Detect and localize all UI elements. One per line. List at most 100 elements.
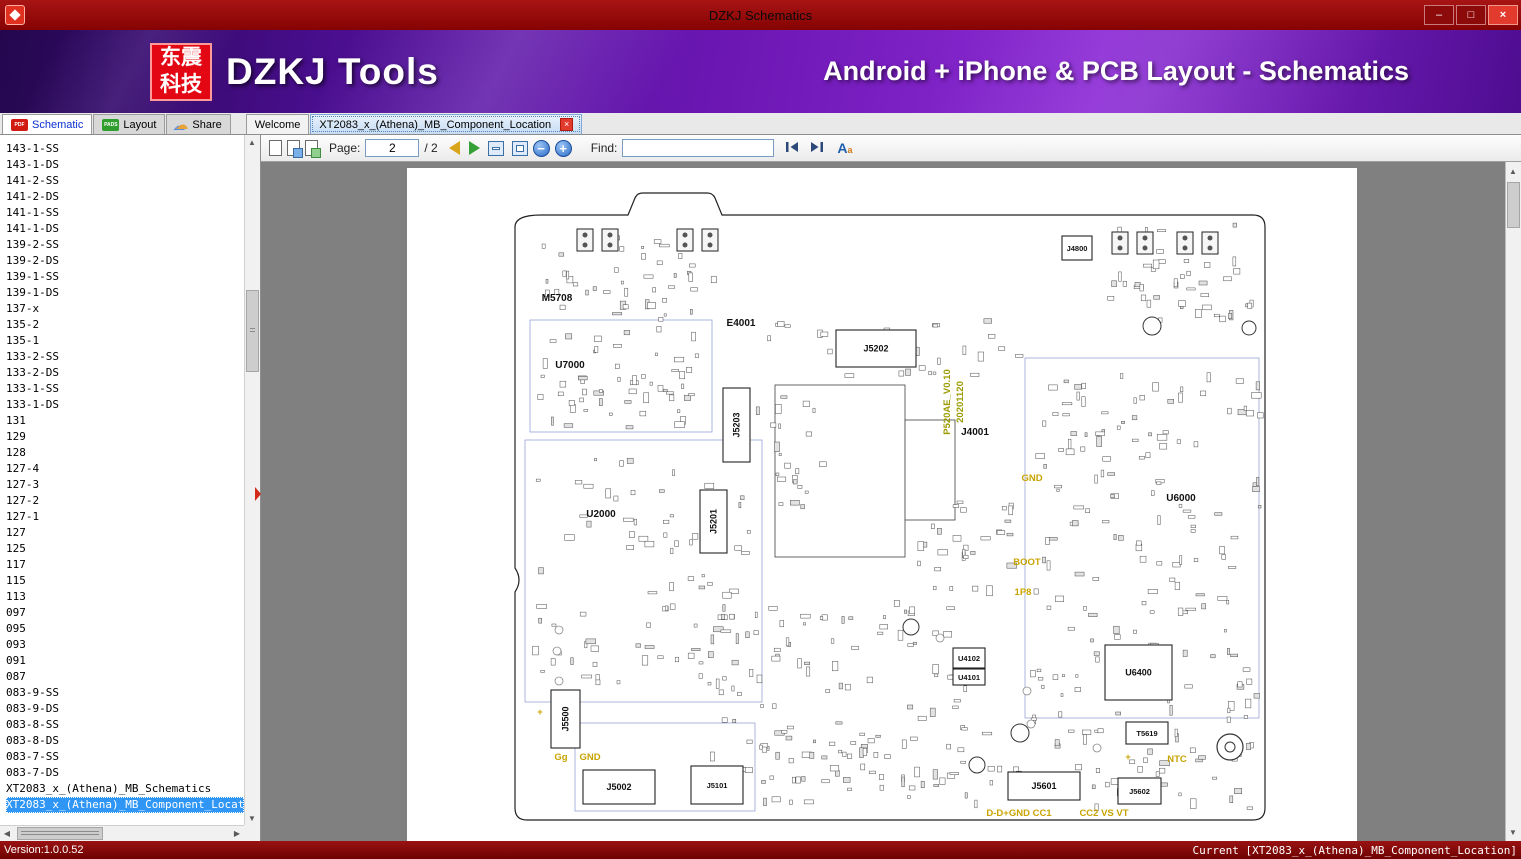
sidebar-item[interactable]: 127-1 — [6, 510, 40, 523]
sidebar-item[interactable]: 117 — [6, 558, 26, 571]
scrollbar-corner — [244, 825, 260, 841]
tab-component-location[interactable]: XT2083_x_(Athena)_MB_Component_Location … — [310, 114, 583, 134]
sidebar-item[interactable]: 143-1-DS — [6, 158, 59, 171]
sidebar-item[interactable]: XT2083_x_(Athena)_MB_Component_Locatio — [6, 797, 244, 813]
previous-page-icon[interactable] — [448, 141, 460, 155]
app-icon — [5, 5, 25, 25]
page-total: / 2 — [424, 141, 438, 155]
scroll-left-icon[interactable]: ◀ — [3, 828, 11, 838]
sidebar-item[interactable]: 141-1-DS — [6, 222, 59, 235]
sidebar-item[interactable]: 139-2-DS — [6, 254, 59, 267]
scroll-down-icon[interactable]: ▼ — [1509, 827, 1517, 837]
sidebar-item[interactable]: 131 — [6, 414, 26, 427]
svg-text:J5002: J5002 — [606, 782, 631, 792]
close-button[interactable]: × — [1488, 5, 1518, 25]
sidebar-item[interactable]: 141-2-DS — [6, 190, 59, 203]
svg-text:M5708: M5708 — [542, 293, 573, 304]
continuous-pages-icon[interactable] — [305, 140, 321, 158]
sidebar-list: 143-1-SS 143-1-DS 141-2-SS 141-2-DS 141-1-SS… — [0, 141, 244, 824]
facing-pages-icon[interactable] — [287, 140, 303, 158]
sidebar-item[interactable]: 135-2 — [6, 318, 40, 331]
sidebar-item[interactable]: 137-x — [6, 302, 40, 315]
sidebar-item[interactable]: 135-1 — [6, 334, 40, 347]
sidebar-item[interactable]: 127 — [6, 526, 26, 539]
scrollbar-thumb[interactable] — [17, 827, 103, 840]
sidebar-item[interactable]: 097 — [6, 606, 26, 619]
sidebar-item[interactable]: 141-2-SS — [6, 174, 59, 187]
window-title: DZKJ Schematics — [708, 7, 813, 23]
sidebar-item[interactable]: 139-2-SS — [6, 238, 59, 251]
sidebar-item[interactable]: 139-1-DS — [6, 286, 59, 299]
fit-page-icon[interactable] — [511, 140, 528, 156]
svg-text:J5500: J5500 — [561, 706, 571, 731]
sidebar-item[interactable]: 125 — [6, 542, 26, 555]
sidebar-item[interactable]: 133-2-DS — [6, 366, 59, 379]
sidebar-item[interactable]: 133-2-SS — [6, 350, 59, 363]
sidebar-item[interactable]: 127-4 — [6, 462, 40, 475]
scrollbar-thumb[interactable] — [246, 290, 259, 372]
sidebar-item[interactable]: 128 — [6, 446, 26, 459]
header-banner: 东震 科技 DZKJ Tools Android + iPhone & PCB … — [0, 30, 1521, 113]
page-number-input[interactable] — [365, 139, 420, 157]
sidebar-item[interactable]: 083-8-DS — [6, 734, 59, 747]
tab-close-icon[interactable]: × — [560, 118, 574, 131]
sidebar-item[interactable]: 091 — [6, 654, 26, 667]
font-size-icon[interactable]: Aa — [837, 140, 853, 156]
find-next-icon[interactable] — [810, 141, 824, 156]
sidebar-item[interactable]: 139-1-SS — [6, 270, 59, 283]
sidebar-horizontal-scrollbar[interactable]: ◀ ▶ — [0, 825, 244, 841]
next-page-icon[interactable] — [468, 141, 480, 155]
sidebar-item[interactable]: 083-9-DS — [6, 702, 59, 715]
find-input[interactable] — [622, 139, 775, 157]
sidebar-item[interactable]: 127-3 — [6, 478, 40, 491]
tab-welcome[interactable]: Welcome — [245, 114, 310, 134]
maximize-button[interactable]: □ — [1456, 5, 1486, 25]
svg-text:E4001: E4001 — [727, 318, 756, 329]
fit-width-icon[interactable] — [487, 140, 504, 156]
splitter-handle[interactable] — [255, 487, 261, 501]
tab-label: Layout — [123, 118, 157, 131]
sidebar-item[interactable]: 095 — [6, 622, 26, 635]
sidebar-item[interactable]: 129 — [6, 430, 26, 443]
sidebar-item[interactable]: 083-7-DS — [6, 766, 59, 779]
svg-text:U6000: U6000 — [1166, 493, 1196, 504]
scroll-up-icon[interactable]: ▲ — [1509, 166, 1517, 176]
viewer-vertical-scrollbar[interactable]: ▲ ▼ — [1505, 162, 1521, 841]
scroll-up-icon[interactable]: ▲ — [248, 137, 256, 147]
sidebar-item[interactable]: 141-1-SS — [6, 206, 59, 219]
sidebar-item[interactable]: 133-1-SS — [6, 382, 59, 395]
scroll-down-icon[interactable]: ▼ — [248, 813, 256, 823]
svg-text:U4101: U4101 — [958, 673, 980, 682]
sidebar-item[interactable]: 115 — [6, 574, 26, 587]
sidebar-item[interactable]: 093 — [6, 638, 26, 651]
sidebar-item[interactable]: 087 — [6, 670, 26, 683]
svg-text:P520AE_V0.10: P520AE_V0.10 — [942, 369, 953, 435]
single-page-icon[interactable] — [269, 140, 282, 156]
minimize-button[interactable]: – — [1424, 5, 1454, 25]
svg-text:U4102: U4102 — [958, 654, 980, 663]
scrollbar-thumb[interactable] — [1507, 182, 1520, 228]
sidebar-item[interactable]: 083-9-SS — [6, 686, 59, 699]
sidebar-vertical-scrollbar[interactable]: ▲ ▼ — [244, 135, 260, 825]
tab-share[interactable]: ☁ Share — [166, 114, 231, 134]
sidebar-item[interactable]: 083-7-SS — [6, 750, 59, 763]
sidebar-item[interactable]: 127-2 — [6, 494, 40, 507]
sidebar-item[interactable]: 083-8-SS — [6, 718, 59, 731]
tab-label: Schematic — [32, 118, 84, 131]
current-document-text: Current [XT2083_x_(Athena)_MB_Component_… — [1192, 843, 1517, 857]
zoom-in-icon[interactable]: + — [554, 139, 572, 157]
svg-text:J5601: J5601 — [1031, 781, 1056, 791]
sidebar-item[interactable]: 113 — [6, 590, 26, 603]
find-previous-icon[interactable] — [785, 141, 799, 156]
logo-text-top: 东震 — [160, 46, 202, 70]
sidebar-item[interactable]: 143-1-SS — [6, 142, 59, 155]
title-bar[interactable]: DZKJ Schematics – □ × — [0, 0, 1521, 30]
sidebar-item[interactable]: XT2083_x_(Athena)_MB_Schematics — [6, 782, 212, 795]
tab-schematic[interactable]: PDF Schematic — [2, 114, 93, 134]
sidebar-item[interactable]: 133-1-DS — [6, 398, 59, 411]
scroll-right-icon[interactable]: ▶ — [233, 828, 241, 838]
version-text: Version:1.0.0.52 — [4, 844, 84, 856]
zoom-out-icon[interactable]: − — [532, 139, 550, 157]
tab-layout[interactable]: PADS Layout — [93, 114, 166, 134]
